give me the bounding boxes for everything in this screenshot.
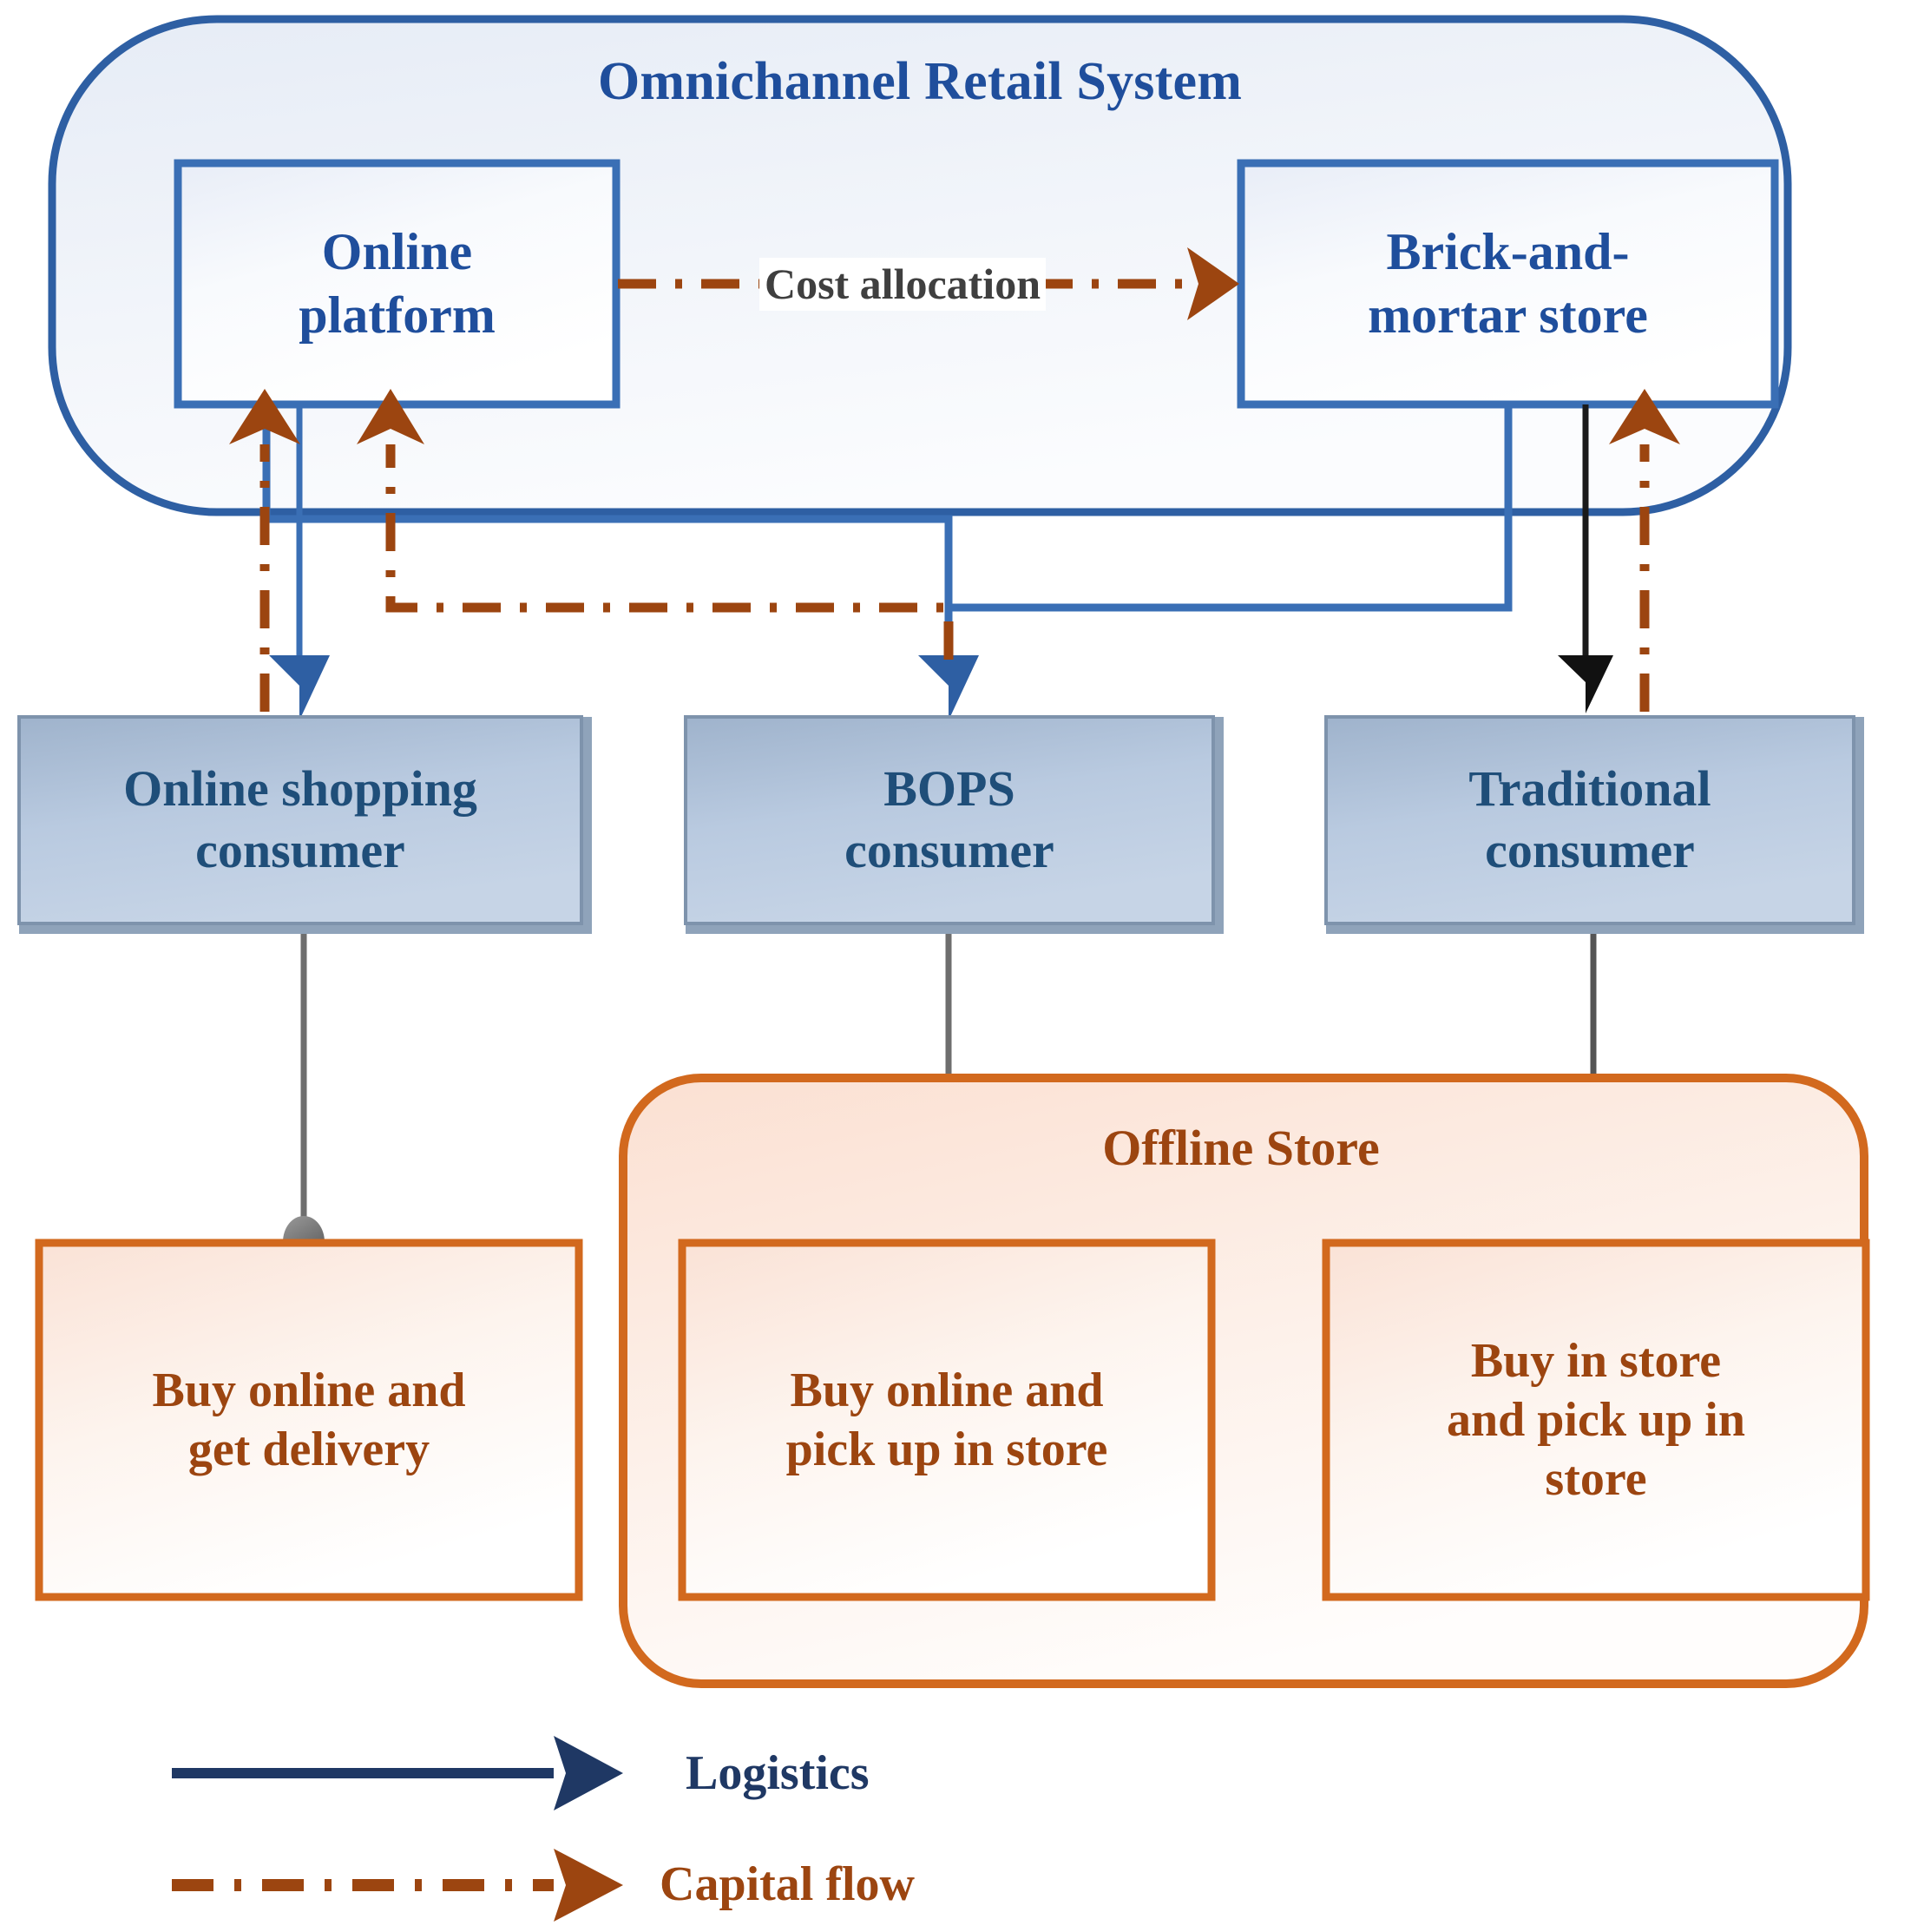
brick-and-mortar-store-box[interactable]: [1237, 159, 1779, 409]
edge-capital-traditional-to-store: [1609, 389, 1680, 712]
traditional-consumer-box[interactable]: [1324, 715, 1864, 934]
edge-store-to-traditional-consumer: [1558, 404, 1613, 713]
connector-online-consumer-to-outcome: [283, 934, 325, 1268]
buy-in-store-pickup-in-store-box[interactable]: [1322, 1239, 1870, 1601]
edge-capital-online-consumer-to-platform: [229, 389, 300, 712]
edge-capital-bops-to-platform: [357, 389, 954, 660]
buy-online-get-delivery-box[interactable]: [35, 1239, 583, 1601]
legend-capital-flow-arrow: [172, 1849, 623, 1922]
edge-logistics-store-to-bops: [949, 404, 1513, 612]
bops-consumer-box[interactable]: [684, 715, 1224, 934]
online-shopping-consumer-box[interactable]: [17, 715, 592, 934]
legend-logistics-arrow: [172, 1736, 623, 1810]
buy-online-pickup-in-store-box[interactable]: [678, 1239, 1216, 1601]
online-platform-box[interactable]: [174, 159, 621, 409]
edge-logistics-platform-to-online-consumer: [269, 404, 330, 720]
